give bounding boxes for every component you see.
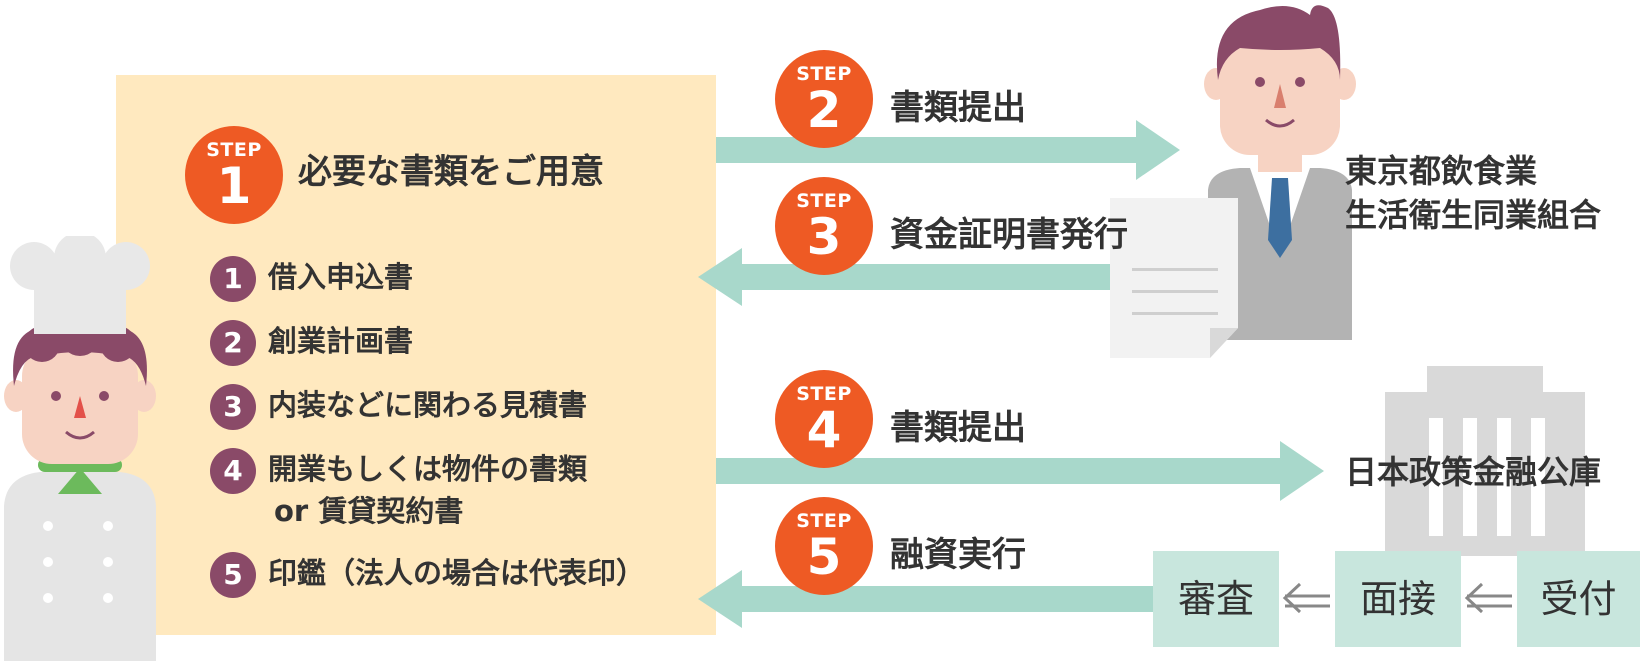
arrow-step3 [698, 248, 1110, 306]
step-5-word: STEP [796, 510, 852, 532]
document-text: 開業もしくは物件の書類 [268, 452, 588, 486]
process-box-reception: 受付 [1517, 551, 1640, 647]
document-number: 5 [210, 552, 256, 598]
document-number: 2 [210, 320, 256, 366]
step-1-word: STEP [206, 139, 262, 161]
step-1-label: 必要な書類をご用意 [298, 152, 604, 192]
step-2-label: 書類提出 [890, 88, 1026, 128]
step-5-badge: STEP 5 [775, 497, 873, 595]
process-box-interview: 面接 [1335, 551, 1461, 647]
step-5-label: 融資実行 [890, 535, 1026, 575]
arrow-step5 [698, 570, 1158, 628]
bank-name: 日本政策金融公庫 [1345, 453, 1602, 491]
businessman-icon [1204, 5, 1356, 340]
document-text: 内装などに関わる見積書 [268, 388, 588, 422]
step-3-badge: STEP 3 [775, 177, 873, 275]
step-3-number: 3 [806, 208, 842, 266]
document-text-continued: or 賃貸契約書 [274, 494, 464, 528]
step-2-word: STEP [796, 63, 852, 85]
process-box-review: 審査 [1153, 551, 1279, 647]
document-text: 創業計画書 [268, 324, 414, 358]
chef-icon [4, 236, 156, 661]
step-1-number: 1 [216, 157, 252, 215]
step-5-number: 5 [806, 528, 842, 586]
building-icon [1385, 366, 1585, 556]
document-number: 4 [210, 448, 256, 494]
step-4-badge: STEP 4 [775, 370, 873, 468]
document-text: 印鑑（法人の場合は代表印） [268, 556, 646, 590]
step-4-label: 書類提出 [890, 408, 1026, 448]
step-3-word: STEP [796, 190, 852, 212]
arrow-step2 [716, 120, 1180, 180]
step-2-badge: STEP 2 [775, 50, 873, 148]
union-name-line1: 東京都飲食業 [1345, 152, 1538, 190]
union-name-line2: 生活衛生同業組合 [1345, 196, 1602, 234]
step-4-word: STEP [796, 383, 852, 405]
document-icon [1110, 198, 1238, 358]
document-number: 1 [210, 256, 256, 302]
document-number: 3 [210, 384, 256, 430]
step-3-label: 資金証明書発行 [890, 215, 1128, 255]
process-arrow-2 [1464, 582, 1512, 614]
process-arrow-1 [1282, 582, 1330, 614]
step-4-number: 4 [806, 401, 842, 459]
step-1-badge: STEP 1 [185, 126, 283, 224]
document-text: 借入申込書 [268, 260, 414, 294]
step-2-number: 2 [806, 81, 842, 139]
